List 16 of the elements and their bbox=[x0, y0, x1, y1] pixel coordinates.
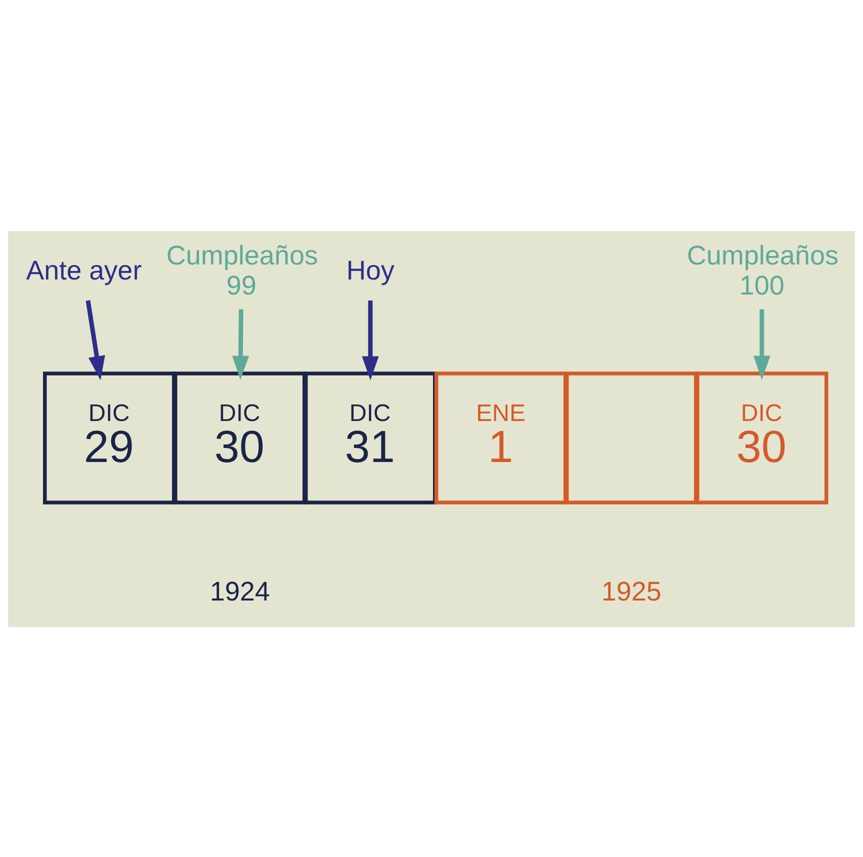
node-box: ENE 1 bbox=[434, 371, 568, 504]
arrow bbox=[362, 300, 379, 380]
node-box: DIC 29 bbox=[43, 371, 176, 504]
node-text: Cumpleaños 99 bbox=[166, 240, 318, 300]
arrow bbox=[753, 308, 770, 380]
label: 1925 bbox=[601, 576, 662, 606]
node-text: Cumpleaños 100 bbox=[686, 240, 838, 300]
node-box: DIC 30 bbox=[696, 371, 828, 504]
node-text: Ante ayer bbox=[26, 255, 142, 286]
node-box: DIC 30 bbox=[174, 371, 306, 504]
node-box: DIC 31 bbox=[304, 371, 437, 504]
arrow bbox=[86, 300, 106, 380]
arrow bbox=[232, 308, 250, 380]
label: 1924 bbox=[210, 576, 270, 606]
node-box bbox=[565, 371, 698, 504]
node-text: Hoy bbox=[346, 255, 394, 286]
